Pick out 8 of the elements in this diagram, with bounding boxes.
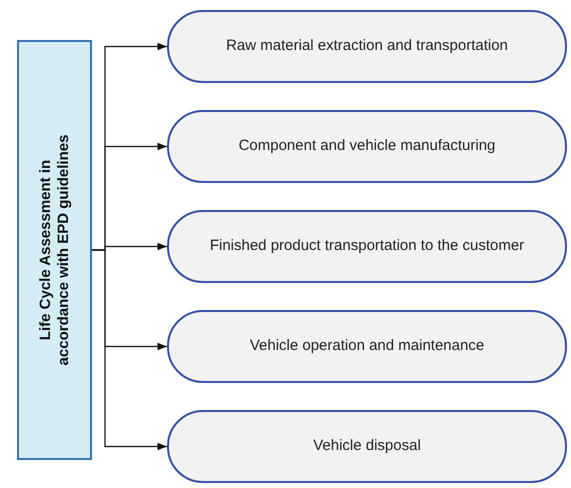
title-label: Life Cycle Assessment in accordance with EPD guidelines: [36, 134, 72, 368]
stage-label: Vehicle operation and maintenance: [250, 336, 484, 356]
stage-label: Vehicle disposal: [313, 436, 421, 456]
stage-label: Component and vehicle manufacturing: [238, 136, 496, 156]
stage-label: Raw material extraction and transportation: [226, 36, 508, 56]
stage-label: Finished product transportation to the customer: [210, 236, 524, 256]
arrow: [92, 249, 167, 450]
title-bar: [17, 40, 92, 460]
